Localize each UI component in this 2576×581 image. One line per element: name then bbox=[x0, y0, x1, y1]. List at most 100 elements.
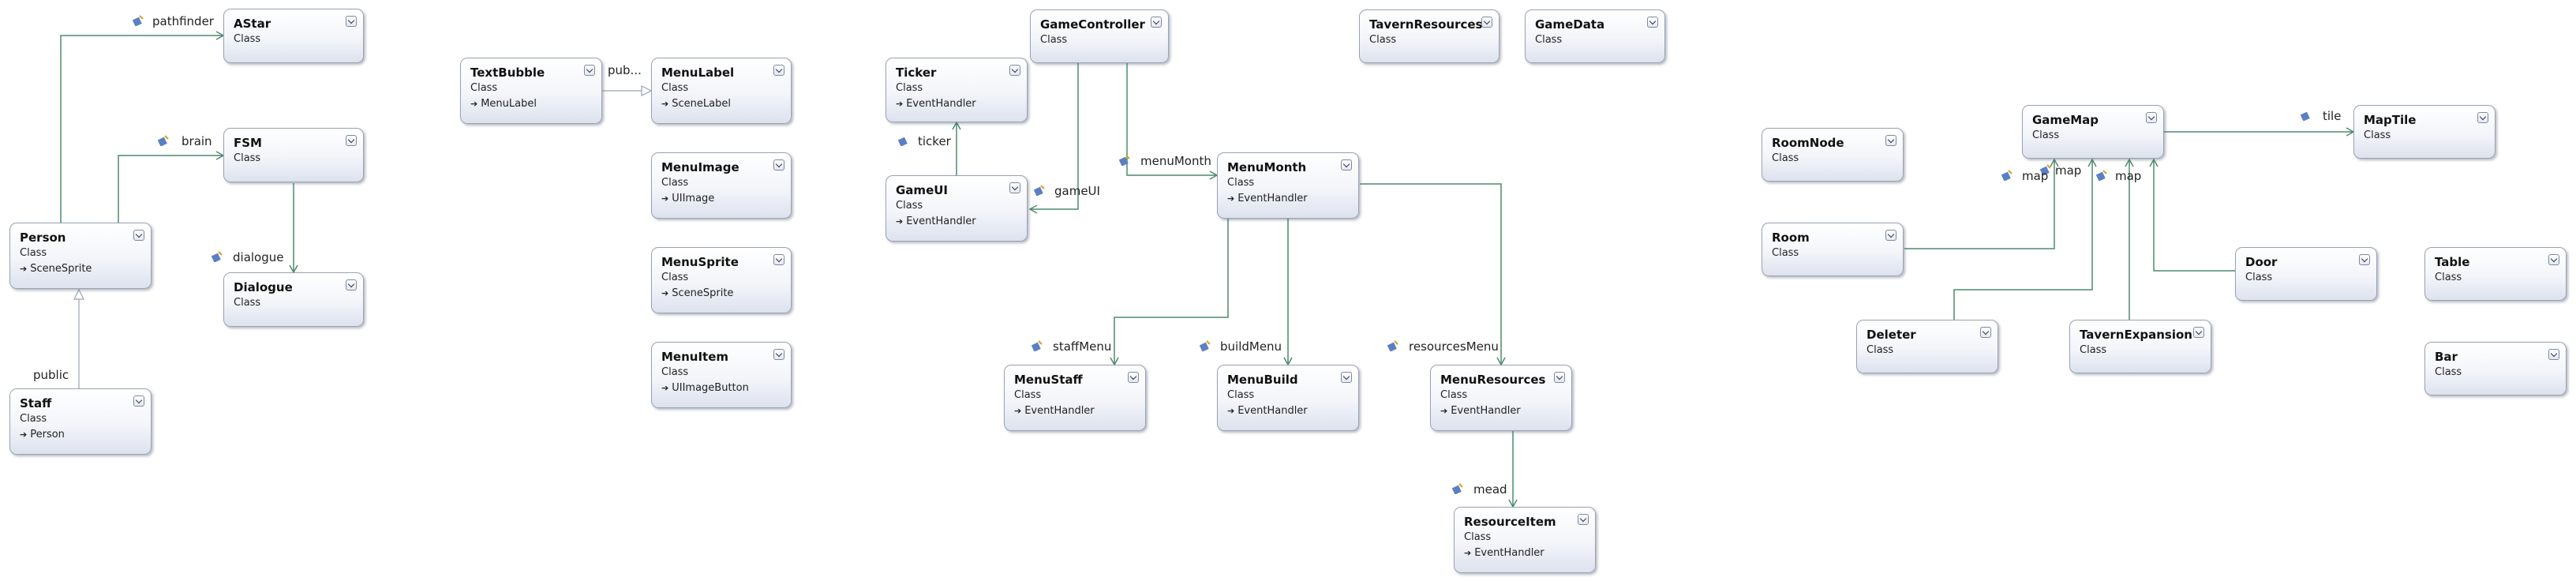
collapse-toggle-icon[interactable] bbox=[2359, 254, 2370, 265]
base-class-name: UIImageButton bbox=[672, 382, 749, 394]
collapse-toggle-icon[interactable] bbox=[1341, 159, 1352, 171]
class-name: TavernResources bbox=[1369, 17, 1483, 32]
class-kind: Class bbox=[2435, 366, 2462, 378]
assoc-label-dialogue: dialogue bbox=[233, 250, 284, 264]
collapse-toggle-icon[interactable] bbox=[773, 349, 784, 360]
class-box-astar[interactable]: AStar Class bbox=[223, 9, 364, 63]
class-box-gamedata[interactable]: GameData Class bbox=[1525, 9, 1665, 63]
class-box-person[interactable]: Person Class ➔SceneSprite bbox=[9, 223, 152, 289]
collapse-toggle-icon[interactable] bbox=[346, 135, 357, 146]
class-kind: Class bbox=[661, 272, 689, 283]
collapse-toggle-icon[interactable] bbox=[1341, 372, 1352, 383]
class-box-tavernexpansion[interactable]: TavernExpansion Class bbox=[2069, 320, 2211, 373]
class-box-bar[interactable]: Bar Class bbox=[2424, 342, 2567, 395]
collapse-toggle-icon[interactable] bbox=[133, 395, 144, 407]
collapse-toggle-icon[interactable] bbox=[1885, 230, 1896, 241]
base-class: ➔Person bbox=[20, 429, 65, 440]
base-class-name: UIImage bbox=[672, 193, 715, 204]
inherit-arrow-icon: ➔ bbox=[661, 288, 669, 298]
property-icon bbox=[2096, 170, 2107, 181]
assoc-label-map-room: map bbox=[2022, 169, 2049, 183]
class-box-menulabel[interactable]: MenuLabel Class ➔SceneLabel bbox=[651, 58, 792, 124]
class-name: RoomNode bbox=[1772, 136, 1844, 150]
class-box-tavernresources[interactable]: TavernResources Class bbox=[1359, 9, 1500, 63]
class-box-gamecontroller[interactable]: GameController Class bbox=[1030, 9, 1169, 63]
class-name: Staff bbox=[20, 396, 52, 410]
class-box-menumonth[interactable]: MenuMonth Class ➔EventHandler bbox=[1217, 152, 1359, 219]
class-kind: Class bbox=[20, 247, 47, 259]
collapse-toggle-icon[interactable] bbox=[1980, 327, 1991, 338]
base-class: ➔EventHandler bbox=[1440, 405, 1521, 417]
collapse-toggle-icon[interactable] bbox=[1647, 17, 1658, 28]
class-box-menuresources[interactable]: MenuResources Class ➔EventHandler bbox=[1430, 365, 1572, 431]
base-class-name: EventHandler bbox=[1474, 547, 1544, 559]
collapse-toggle-icon[interactable] bbox=[346, 16, 357, 27]
base-class: ➔SceneSprite bbox=[20, 263, 92, 275]
base-class: ➔SceneLabel bbox=[661, 98, 731, 110]
assoc-label-gameui: gameUI bbox=[1054, 184, 1100, 198]
inherit-arrow-icon: ➔ bbox=[661, 383, 669, 393]
base-class: ➔MenuLabel bbox=[470, 98, 537, 110]
collapse-toggle-icon[interactable] bbox=[2146, 112, 2157, 123]
class-name: Bar bbox=[2435, 350, 2458, 364]
class-box-textbubble[interactable]: TextBubble Class ➔MenuLabel bbox=[460, 58, 602, 124]
collapse-toggle-icon[interactable] bbox=[1009, 65, 1020, 76]
class-box-room[interactable]: Room Class bbox=[1762, 223, 1904, 276]
class-kind: Class bbox=[896, 200, 923, 212]
class-name: MapTile bbox=[2364, 113, 2417, 127]
class-box-resourceitem[interactable]: ResourceItem Class ➔EventHandler bbox=[1454, 507, 1596, 573]
class-box-ticker[interactable]: Ticker Class ➔EventHandler bbox=[886, 58, 1028, 122]
property-icon bbox=[1200, 340, 1211, 351]
class-box-roomnode[interactable]: RoomNode Class bbox=[1762, 128, 1904, 182]
collapse-toggle-icon[interactable] bbox=[2548, 254, 2559, 265]
assoc-label-tile: tile bbox=[2323, 109, 2342, 123]
base-class-name: EventHandler bbox=[1237, 193, 1308, 204]
collapse-toggle-icon[interactable] bbox=[346, 279, 357, 290]
class-kind: Class bbox=[896, 82, 923, 94]
base-class: ➔SceneSprite bbox=[661, 287, 733, 299]
collapse-toggle-icon[interactable] bbox=[1009, 182, 1020, 193]
collapse-toggle-icon[interactable] bbox=[773, 159, 784, 171]
collapse-toggle-icon[interactable] bbox=[584, 65, 595, 76]
class-box-fsm[interactable]: FSM Class bbox=[223, 128, 364, 182]
collapse-toggle-icon[interactable] bbox=[2548, 349, 2559, 360]
collapse-toggle-icon[interactable] bbox=[133, 230, 144, 241]
collapse-toggle-icon[interactable] bbox=[773, 254, 784, 265]
collapse-toggle-icon[interactable] bbox=[1128, 372, 1139, 383]
collapse-toggle-icon[interactable] bbox=[2193, 327, 2204, 338]
class-box-staff[interactable]: Staff Class ➔Person bbox=[9, 388, 152, 455]
collapse-toggle-icon[interactable] bbox=[1151, 17, 1162, 28]
edge-deleter-gamemap bbox=[1953, 158, 2097, 320]
collapse-toggle-icon[interactable] bbox=[1481, 17, 1492, 28]
edge-person-astar bbox=[60, 31, 225, 223]
class-box-menusprite[interactable]: MenuSprite Class ➔SceneSprite bbox=[651, 247, 792, 313]
class-box-table[interactable]: Table Class bbox=[2424, 247, 2567, 301]
class-box-menuimage[interactable]: MenuImage Class ➔UIImage bbox=[651, 152, 792, 219]
class-kind: Class bbox=[1772, 152, 1799, 164]
class-kind: Class bbox=[234, 152, 261, 164]
class-box-door[interactable]: Door Class bbox=[2235, 247, 2377, 301]
class-box-deleter[interactable]: Deleter Class bbox=[1856, 320, 1998, 373]
collapse-toggle-icon[interactable] bbox=[773, 65, 784, 76]
collapse-toggle-icon[interactable] bbox=[1554, 372, 1565, 383]
collapse-toggle-icon[interactable] bbox=[2477, 112, 2488, 123]
property-icon bbox=[1387, 340, 1398, 351]
class-box-dialogue[interactable]: Dialogue Class bbox=[223, 272, 364, 327]
class-box-menubuild[interactable]: MenuBuild Class ➔EventHandler bbox=[1217, 365, 1359, 431]
class-name: MenuBuild bbox=[1227, 373, 1298, 387]
collapse-toggle-icon[interactable] bbox=[1885, 135, 1896, 146]
class-box-gamemap[interactable]: GameMap Class bbox=[2022, 105, 2164, 159]
class-box-maptile[interactable]: MapTile Class bbox=[2353, 105, 2496, 159]
class-box-menustaff[interactable]: MenuStaff Class ➔EventHandler bbox=[1004, 365, 1146, 431]
assoc-label-menumonth: menuMonth bbox=[1140, 154, 1211, 168]
class-kind: Class bbox=[1464, 531, 1492, 543]
property-icon bbox=[2040, 164, 2051, 175]
class-box-menuitem[interactable]: MenuItem Class ➔UIImageButton bbox=[651, 342, 792, 408]
class-name: TextBubble bbox=[470, 66, 545, 80]
collapse-toggle-icon[interactable] bbox=[1578, 514, 1589, 525]
base-class: ➔EventHandler bbox=[896, 216, 976, 227]
base-class-name: EventHandler bbox=[1451, 405, 1521, 417]
class-box-gameui[interactable]: GameUI Class ➔EventHandler bbox=[886, 175, 1028, 242]
class-name: Room bbox=[1772, 231, 1810, 245]
base-class-name: EventHandler bbox=[1237, 405, 1308, 417]
